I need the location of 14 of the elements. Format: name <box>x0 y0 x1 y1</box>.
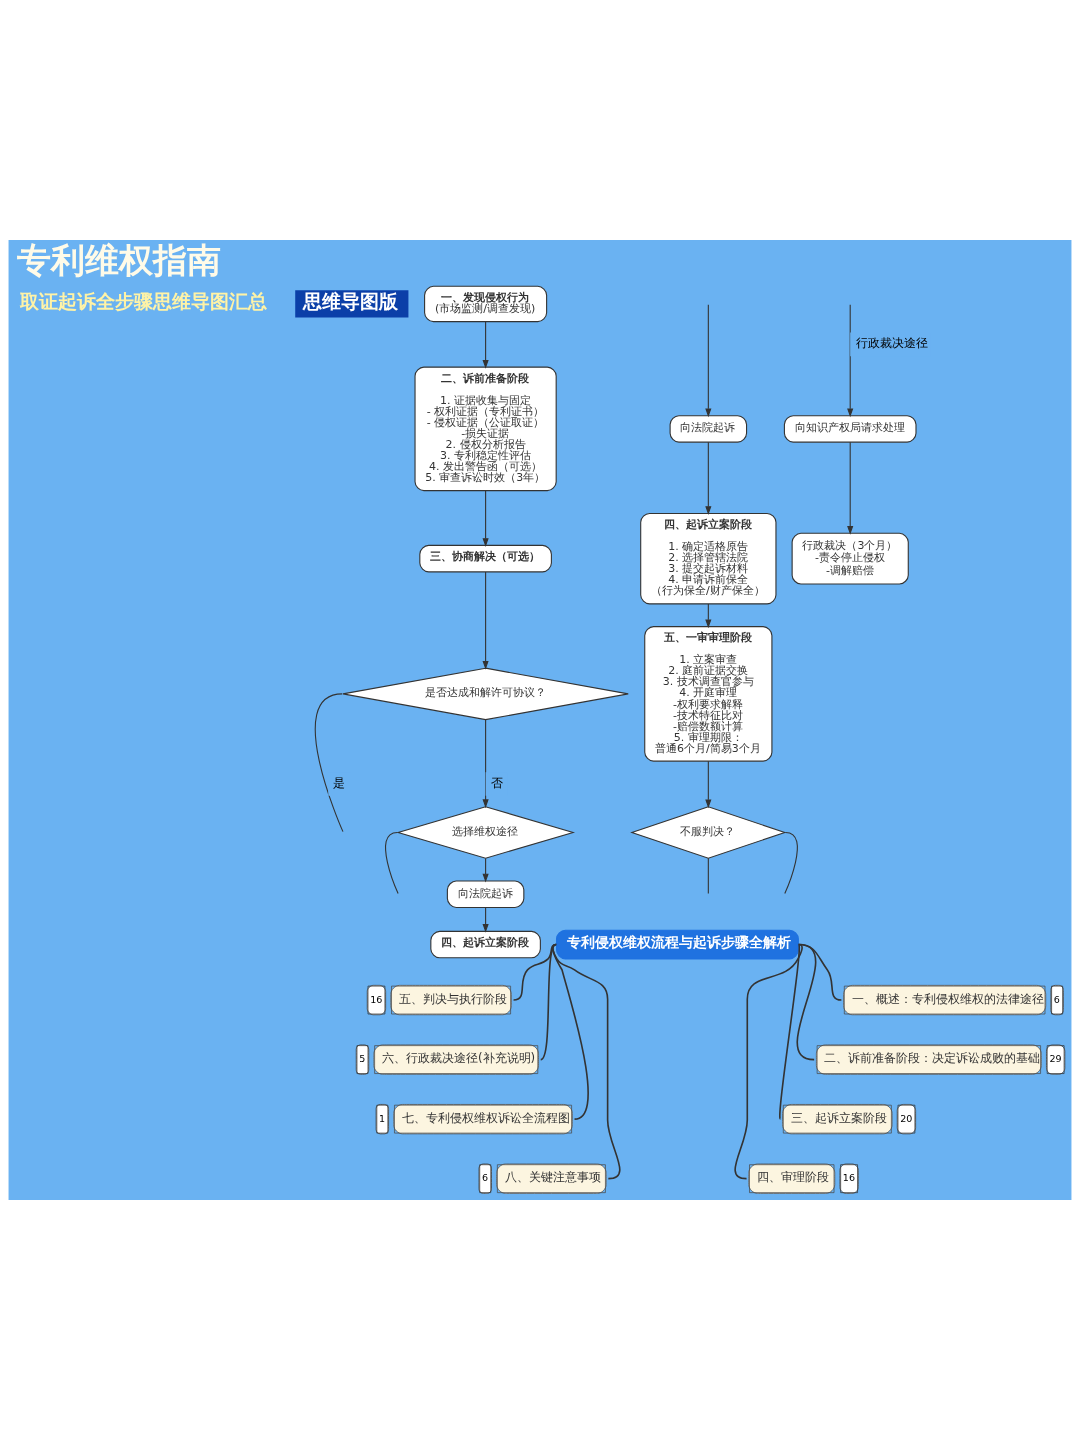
node-label: 5 <box>359 1053 366 1065</box>
node-label: 6 <box>1053 993 1060 1005</box>
label: 取证起诉全步骤思维导图汇总 <box>19 289 267 313</box>
node-label: 29 <box>1049 1053 1062 1065</box>
edge-label: 行政裁决途径 <box>855 336 928 351</box>
diagram-title: 专利维权指南 <box>17 241 222 281</box>
node-label: 1 <box>379 1112 386 1124</box>
node-label: 6 <box>481 1172 489 1184</box>
node-label: 20 <box>900 1112 913 1124</box>
edge-label: 是 <box>333 775 346 790</box>
edge-label: 否 <box>490 775 503 790</box>
node-label: 16 <box>370 993 383 1005</box>
label: 思维导图版 <box>303 289 399 313</box>
node-label: 16 <box>842 1172 855 1184</box>
